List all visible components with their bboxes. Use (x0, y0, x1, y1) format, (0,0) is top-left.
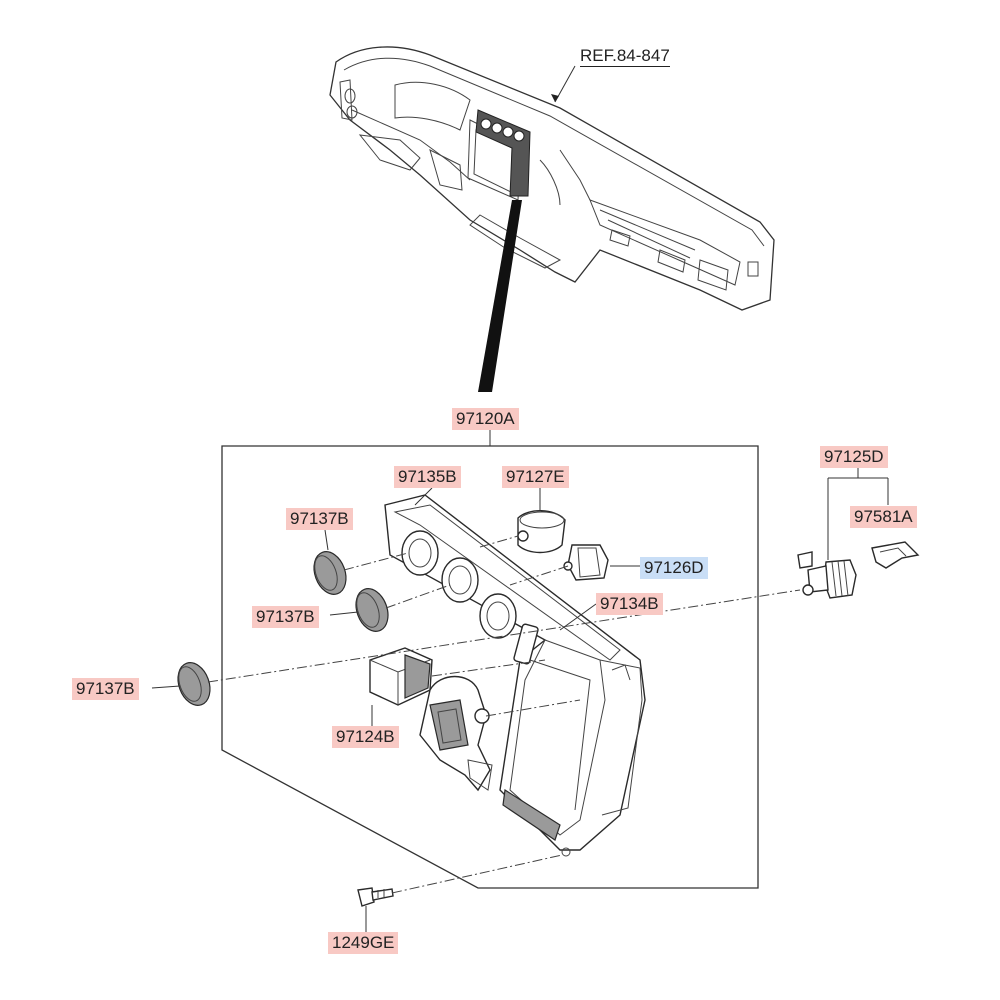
callout-97137B-mid[interactable]: 97137B (252, 606, 319, 628)
blower-switch (517, 510, 566, 554)
callout-97124B[interactable]: 97124B (332, 726, 399, 748)
dashboard-assembly (329, 46, 775, 311)
bulb-socket (563, 544, 609, 581)
callout-97127E[interactable]: 97127E (502, 466, 569, 488)
callout-97134B[interactable]: 97134B (596, 593, 663, 615)
assembly-frame (221, 445, 759, 889)
control-panel-bezel (384, 494, 646, 857)
callout-97137B-low[interactable]: 97137B (72, 678, 139, 700)
callout-97120A[interactable]: 97120A (452, 408, 519, 430)
knob-cap-lower (177, 662, 211, 706)
callout-97581A[interactable]: 97581A (850, 506, 917, 528)
callout-97137B-top[interactable]: 97137B (286, 508, 353, 530)
reference-label: REF.84-847 (580, 46, 670, 67)
assembly-leader (478, 200, 522, 392)
leader-lines (151, 467, 889, 932)
callout-97135B[interactable]: 97135B (394, 466, 461, 488)
control-knob-97125D (797, 551, 857, 599)
alignment-lines (207, 535, 801, 894)
clip-97581A (871, 541, 920, 569)
knob-cap-middle (355, 588, 389, 632)
heater-control-unit (419, 675, 493, 792)
callout-97126D[interactable]: 97126D (640, 557, 708, 579)
callout-1249GE[interactable]: 1249GE (328, 932, 399, 954)
callout-97125D[interactable]: 97125D (820, 446, 888, 468)
screw-1249GE (357, 887, 394, 907)
knob-cap-upper (313, 551, 347, 595)
control-switch-block (369, 647, 433, 706)
